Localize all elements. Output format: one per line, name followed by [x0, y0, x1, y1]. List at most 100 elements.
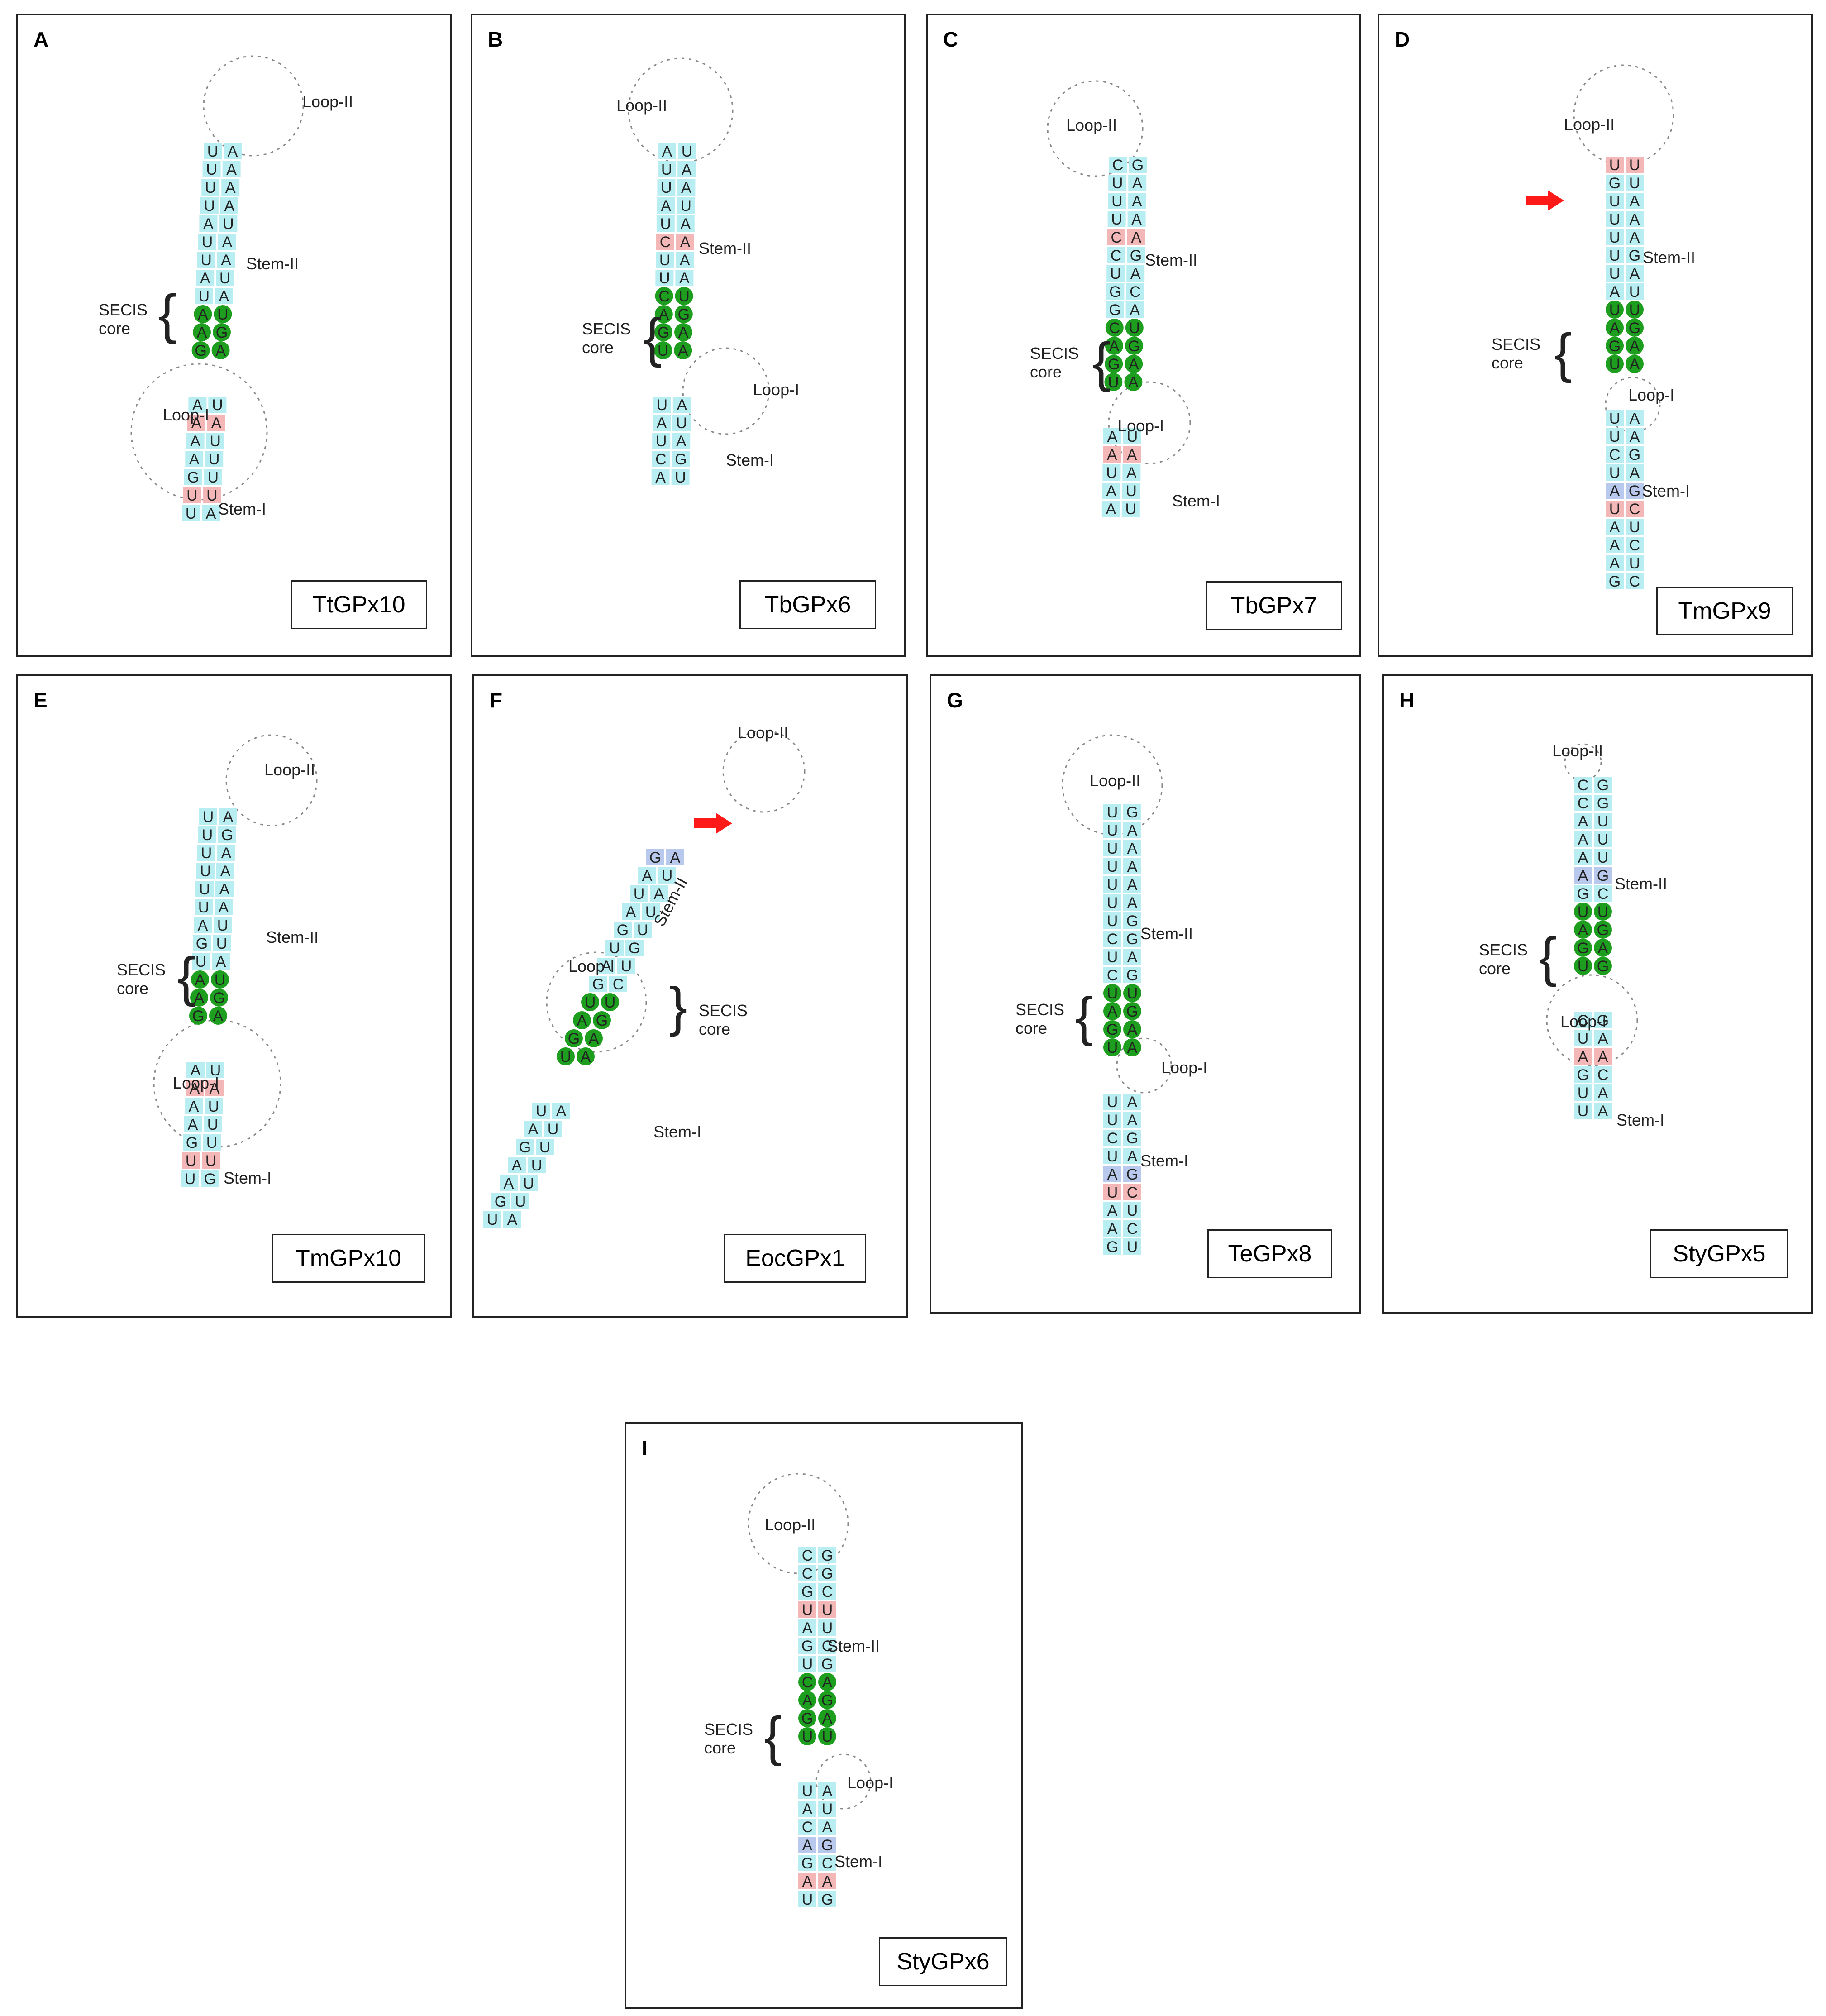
nucleotide-label: U — [186, 1152, 197, 1170]
loop-i-label: Loop-I — [1628, 386, 1675, 404]
nucleotide-label: U — [659, 270, 670, 287]
core-nucleotide-mark — [1125, 355, 1143, 373]
nucleotide-label: G — [1126, 931, 1138, 948]
base-pair-mark — [605, 940, 624, 956]
nucleotide-label: U — [1597, 813, 1609, 830]
base-pair-mark — [192, 953, 210, 970]
nucleotide-label: A — [221, 252, 231, 269]
core-nucleotide-mark — [585, 1029, 603, 1047]
base-pair-mark — [182, 1152, 200, 1169]
nucleotide-label: U — [1578, 958, 1589, 975]
nucleotide-label: U — [1112, 175, 1123, 192]
nucleotide-label: U — [802, 1601, 813, 1619]
nucleotide-label: A — [1610, 320, 1620, 337]
nucleotide-label: U — [822, 1601, 833, 1619]
base-pair-mark — [818, 1801, 836, 1817]
base-pair-mark — [204, 1116, 222, 1132]
base-pair-mark — [516, 1139, 534, 1155]
nucleotide-label: A — [1598, 940, 1608, 957]
core-nucleotide-mark — [1125, 337, 1143, 355]
core-text: core — [704, 1739, 736, 1758]
nucleotide-label: U — [210, 1062, 221, 1079]
base-pair-mark — [197, 845, 215, 861]
base-pair-mark — [1606, 193, 1624, 209]
loop-i-arc — [1546, 974, 1638, 1066]
loop-i-label: Loop-I — [1161, 1058, 1208, 1077]
base-pair-mark — [1606, 247, 1624, 263]
secis-text: SECIS — [582, 320, 631, 338]
loop-i-arc — [682, 347, 770, 435]
nucleotide-label: C — [1127, 1184, 1138, 1201]
base-pair-mark — [1606, 229, 1624, 245]
base-pair-mark — [1594, 867, 1612, 884]
nucleotide-label: U — [661, 179, 672, 196]
base-pair-mark — [1125, 301, 1144, 318]
base-pair-mark — [818, 1819, 836, 1835]
base-pair-mark — [818, 1619, 836, 1636]
panel-letter: F — [490, 688, 503, 712]
nucleotide-label: U — [1609, 301, 1621, 319]
nucleotide-label: U — [1597, 903, 1609, 921]
nucleotide-label: U — [1609, 464, 1621, 482]
nucleotide-label: A — [802, 1692, 813, 1709]
nucleotide-label: A — [1127, 858, 1138, 875]
base-pair-mark — [1109, 157, 1127, 173]
base-pair-mark — [1108, 175, 1127, 191]
nucleotide-label: U — [675, 469, 686, 486]
gene-id-box: TeGPx8 — [1207, 1229, 1332, 1278]
nucleotide-label: G — [629, 940, 640, 957]
nucleotide-label: A — [822, 1873, 833, 1890]
base-pair-mark — [1103, 894, 1121, 911]
base-pair-mark — [1106, 283, 1125, 300]
base-pair-mark — [1626, 483, 1644, 499]
core-nucleotide-mark — [654, 341, 672, 359]
nucleotide-label: C — [822, 1638, 833, 1655]
nucleotide-label: C — [822, 1855, 833, 1872]
nucleotide-label: G — [216, 324, 228, 341]
core-nucleotide-mark — [601, 993, 619, 1011]
core-nucleotide-mark — [1103, 1038, 1121, 1056]
red-arrow-icon — [1526, 190, 1564, 211]
base-pair-mark — [630, 885, 648, 902]
nucleotide-label: U — [802, 1728, 813, 1745]
nucleotide-label: G — [221, 826, 233, 844]
nucleotide-label: U — [1127, 1202, 1138, 1219]
base-pair-mark — [1626, 229, 1644, 245]
stem-i-label: Stem-I — [1140, 1151, 1189, 1170]
base-pair-mark — [1103, 804, 1121, 820]
base-pair-mark — [1103, 1202, 1121, 1218]
base-pair-mark — [1123, 967, 1141, 983]
core-nucleotide-mark — [1594, 957, 1612, 975]
base-pair-mark — [193, 935, 211, 951]
base-pair-mark — [1626, 464, 1644, 481]
base-pair-mark — [609, 976, 627, 992]
base-pair-mark — [798, 1801, 816, 1817]
nucleotide-label: U — [1578, 1103, 1589, 1120]
core-nucleotide-mark — [1606, 355, 1624, 373]
stem-ii-label: Stem-II — [246, 254, 299, 273]
base-pair-mark — [653, 415, 671, 431]
base-pair-mark — [224, 143, 242, 159]
base-pair-mark — [1574, 813, 1592, 829]
base-pair-mark — [219, 215, 238, 232]
core-nucleotide-mark — [654, 323, 672, 341]
nucleotide-label: A — [680, 215, 691, 233]
nucleotide-label: A — [1127, 1112, 1138, 1129]
base-pair-mark — [672, 397, 691, 413]
nucleotide-label: A — [1598, 1030, 1608, 1047]
base-pair-mark — [183, 1134, 201, 1151]
nucleotide-label: G — [617, 922, 629, 939]
secis-text: SECIS — [117, 960, 166, 979]
base-pair-mark — [199, 808, 217, 825]
stem-i-label: Stem-I — [1642, 482, 1690, 500]
nucleotide-label: G — [675, 451, 687, 468]
nucleotide-label: U — [1107, 985, 1118, 1002]
nucleotide-label: U — [822, 1801, 833, 1818]
base-pair-mark — [1606, 519, 1624, 535]
base-pair-mark — [653, 397, 671, 413]
gene-id-box: StyGPx6 — [879, 1937, 1007, 1986]
secis-brace: { — [669, 985, 687, 1046]
